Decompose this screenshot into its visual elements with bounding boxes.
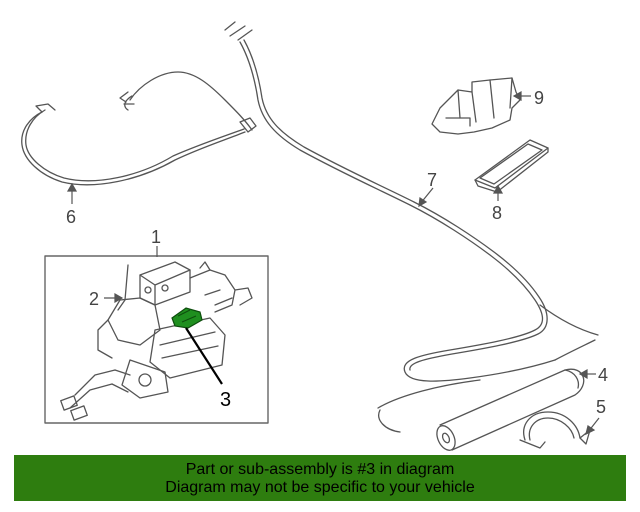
callout-7[interactable]: 7 xyxy=(427,170,437,190)
leader-line-3 xyxy=(185,327,223,385)
leader-arrow-4 xyxy=(578,368,588,380)
air-reservoir-4 xyxy=(436,368,585,451)
bracket-9 xyxy=(431,77,521,135)
leader-arrow-2 xyxy=(114,292,124,304)
wiring-harness-6 xyxy=(21,71,257,186)
clamp-5 xyxy=(519,411,591,449)
banner-line-1: Part or sub-assembly is #3 in diagram xyxy=(185,461,455,478)
leader-arrow-9 xyxy=(512,90,522,102)
leader-arrow-8 xyxy=(492,184,504,194)
leader-arrow-5 xyxy=(585,425,596,436)
callout-9[interactable]: 9 xyxy=(534,88,544,108)
parts-diagram: 1 2 3 4 5 6 7 8 9 xyxy=(21,21,608,451)
banner-line-2: Diagram may not be specific to your vehi… xyxy=(165,479,475,496)
sensor-3-highlight xyxy=(171,307,203,329)
compressor-assembly-2 xyxy=(60,261,253,421)
air-line-7 xyxy=(224,21,599,433)
leader-arrow-7 xyxy=(418,196,428,208)
callout-1[interactable]: 1 xyxy=(151,227,161,247)
compressor-assembly-frame-1 xyxy=(44,255,269,424)
leader-arrow-6 xyxy=(66,182,78,192)
callout-8[interactable]: 8 xyxy=(492,203,502,223)
info-banner: Part or sub-assembly is #3 in diagram Di… xyxy=(14,455,626,501)
callout-5[interactable]: 5 xyxy=(596,397,606,417)
callout-4[interactable]: 4 xyxy=(598,365,608,385)
module-8 xyxy=(474,139,549,193)
callout-3[interactable]: 3 xyxy=(220,389,231,411)
callout-6[interactable]: 6 xyxy=(66,207,76,227)
callout-2[interactable]: 2 xyxy=(89,289,99,309)
